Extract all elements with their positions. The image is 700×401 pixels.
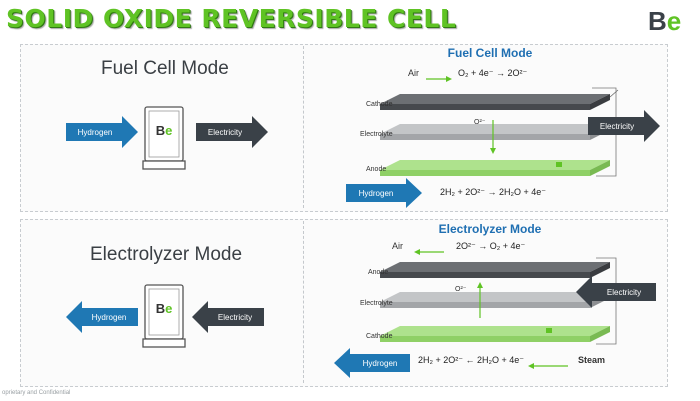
air-label: Air	[408, 68, 419, 78]
air-arrow	[426, 70, 452, 88]
electrolyzer-electrolyte-layer	[380, 292, 610, 302]
steam-arrow	[528, 357, 568, 375]
electricity-supply-label: Electricity	[606, 287, 642, 297]
hydrogen-input-arrow: Hydrogen	[66, 116, 138, 148]
anode-oxygen-reaction: 2O²⁻ → O₂ + 4e⁻	[456, 241, 526, 251]
cathode-reaction: O₂ + 4e⁻ → 2O²⁻	[458, 68, 528, 78]
anode-layer	[380, 160, 610, 170]
hydrogen-product-arrow: Hydrogen	[334, 348, 410, 378]
electricity-output-label: Electricity	[207, 127, 243, 137]
electricity-output-arrow: Electricity	[196, 116, 268, 148]
fuel-cell-stack	[380, 87, 619, 177]
electrolyzer-oxide-ion-label: O²⁻	[455, 286, 467, 293]
cathode-layer	[380, 94, 610, 104]
confidential-footer: oprietary and Confidential	[2, 390, 71, 396]
electricity-supply-arrow: Electricity	[576, 276, 656, 308]
electrolyzer-electrolyte-label: Electrolyte	[360, 300, 393, 307]
cell-device-icon: Be	[142, 105, 186, 171]
electrolyzer-anode-label: Anode	[368, 269, 389, 276]
air-output-label: Air	[392, 241, 403, 251]
anode-label: Anode	[366, 166, 387, 173]
electrolyte-layer	[380, 124, 610, 134]
logo-letter-b: B	[648, 6, 667, 36]
electrolyzer-stack	[380, 257, 617, 345]
steam-label: Steam	[578, 355, 606, 365]
company-logo: Be	[648, 6, 681, 37]
electricity-circuit-arrow: Electricity	[588, 110, 660, 142]
fuel-cell-diagram-title: Fuel Cell Mode	[447, 46, 533, 60]
electrolyzer-cathode-layer	[380, 326, 610, 336]
cathode-label: Cathode	[366, 101, 393, 108]
electrolyzer-device-logo: Be	[155, 301, 173, 316]
hydrogen-output-label: Hydrogen	[91, 312, 127, 322]
cathode-steam-reaction: 2H₂ + 2O²⁻ ← 2H₂O + 4e⁻	[418, 355, 525, 365]
oxide-ion-label: O²⁻	[474, 119, 486, 126]
slide-title: SOLID OXIDE REVERSIBLE CELL	[6, 4, 457, 33]
hydrogen-output-arrow: Hydrogen	[66, 301, 138, 333]
electrolyzer-device-icon: Be	[142, 283, 186, 349]
electrolyzer-diagram-title: Electrolyzer Mode	[438, 222, 542, 236]
hydrogen-input-label: Hydrogen	[77, 127, 113, 137]
electricity-input-arrow: Electricity	[192, 301, 264, 333]
top-panel-divider	[303, 46, 304, 208]
air-output-arrow	[414, 243, 444, 261]
logo-letter-e: e	[666, 6, 682, 36]
fuel-cell-mode-title: Fuel Cell Mode	[101, 58, 229, 79]
anode-reaction: 2H₂ + 2O²⁻ → 2H₂O + 4e⁻	[440, 187, 547, 197]
device-logo: Be	[155, 123, 173, 138]
hydrogen-product-label: Hydrogen	[362, 358, 398, 368]
electrolyte-label: Electrolyte	[360, 131, 393, 138]
electricity-circuit-label: Electricity	[599, 121, 635, 131]
hydrogen-feed-label: Hydrogen	[358, 188, 394, 198]
hydrogen-feed-arrow: Hydrogen	[346, 178, 422, 208]
electrolyzer-anode-layer	[380, 262, 610, 272]
bottom-panel-divider	[303, 221, 304, 383]
electrolyzer-cathode-label: Cathode	[366, 333, 393, 340]
electrolyzer-mode-title: Electrolyzer Mode	[90, 244, 243, 265]
electricity-input-label: Electricity	[217, 312, 253, 322]
